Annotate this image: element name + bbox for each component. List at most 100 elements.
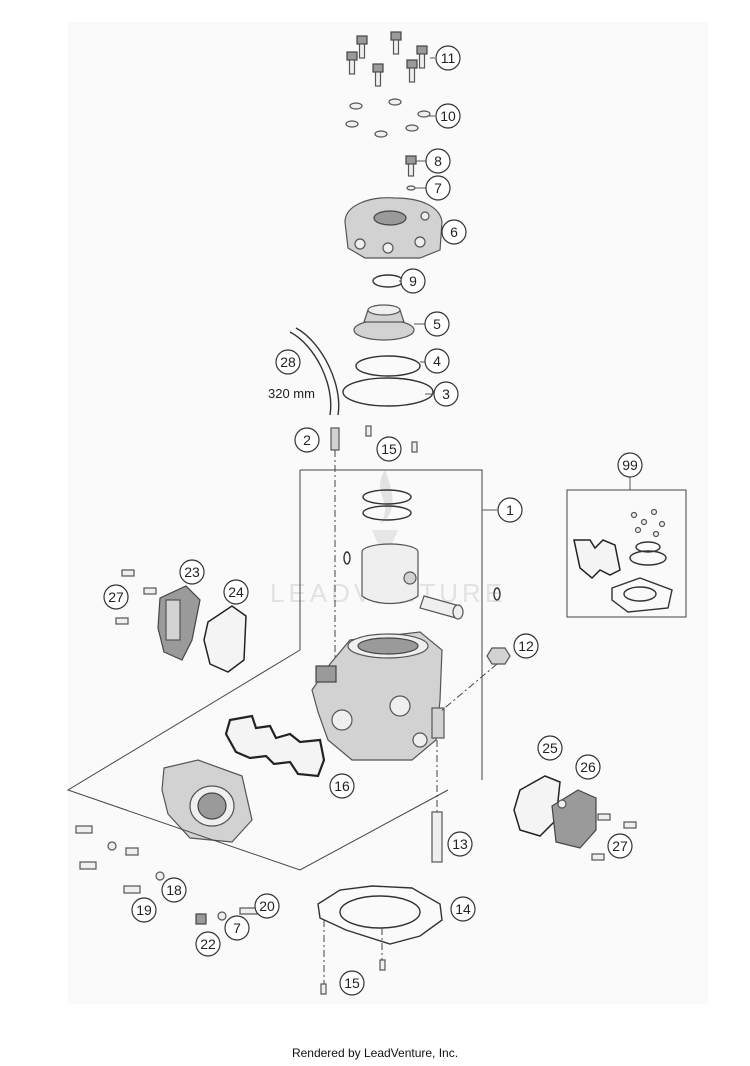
cover-screws (115, 569, 157, 625)
svg-text:8: 8 (434, 153, 442, 169)
svg-text:9: 9 (409, 273, 417, 289)
o-ring-large (342, 377, 434, 407)
svg-text:11: 11 (441, 50, 456, 66)
svg-text:25: 25 (542, 740, 558, 756)
assembly-lines (66, 649, 449, 871)
callout-11: 11 (435, 45, 461, 71)
callout-18: 18 (161, 877, 187, 903)
callout-7: 7 (425, 175, 451, 201)
svg-text:26: 26 (580, 759, 596, 775)
fitting-pin (330, 427, 340, 451)
callout-15-lower: 15 (339, 970, 365, 996)
svg-text:13: 13 (452, 836, 468, 852)
callout-27-right: 27 (607, 833, 633, 859)
svg-text:10: 10 (440, 108, 456, 124)
callout-5: 5 (424, 311, 450, 337)
dowel-pin (411, 441, 418, 453)
vent-hose-edge (295, 327, 340, 416)
flange-fasteners (75, 825, 263, 925)
leader-lines (399, 57, 435, 395)
right-cover (551, 789, 597, 849)
callout-7-lower: 7 (224, 915, 250, 941)
piston-pin (419, 595, 464, 620)
dowel-pin (320, 983, 327, 995)
piston-ring (362, 505, 412, 521)
callout-25: 25 (537, 735, 563, 761)
callout-28: 28 (275, 349, 301, 375)
callout-6: 6 (441, 219, 467, 245)
svg-text:14: 14 (455, 901, 471, 917)
svg-text:24: 24 (228, 584, 244, 600)
exhaust-flange (161, 759, 253, 843)
callout-15: 15 (376, 436, 402, 462)
vent-hose (289, 331, 332, 416)
svg-text:27: 27 (108, 589, 124, 605)
cylinder (311, 631, 445, 761)
svg-text:99: 99 (622, 457, 638, 473)
callout-12: 12 (513, 633, 539, 659)
right-cover-screws (591, 813, 637, 861)
hose-length-label: 320 mm (268, 386, 315, 401)
callout-2: 2 (294, 427, 320, 453)
exhaust-gasket (224, 714, 326, 778)
circlip (343, 551, 351, 565)
callout-4: 4 (424, 348, 450, 374)
callout-8: 8 (425, 148, 451, 174)
svg-text:2: 2 (303, 432, 311, 448)
svg-text:27: 27 (612, 838, 628, 854)
svg-text:5: 5 (433, 316, 441, 332)
svg-text:28: 28 (280, 354, 296, 370)
svg-text:19: 19 (136, 902, 152, 918)
cover-screw (405, 155, 417, 191)
dowel-pin (379, 959, 386, 971)
callout-16: 16 (329, 773, 355, 799)
callout-3: 3 (433, 381, 459, 407)
cover-gasket (203, 605, 247, 673)
base-gasket (317, 885, 443, 945)
callout-26: 26 (575, 754, 601, 780)
o-ring-small (355, 355, 421, 377)
cylinder-nut (486, 647, 511, 665)
svg-text:15: 15 (381, 441, 397, 457)
head-bolts (346, 31, 428, 87)
callout-19: 19 (131, 897, 157, 923)
callout-22: 22 (195, 931, 221, 957)
svg-text:18: 18 (166, 882, 182, 898)
svg-text:7: 7 (434, 180, 442, 196)
callout-99: 99 (617, 452, 643, 478)
cylinder-head (344, 197, 443, 259)
svg-text:22: 22 (200, 936, 216, 952)
svg-text:6: 6 (450, 224, 458, 240)
centerline (439, 663, 498, 713)
washers (345, 98, 431, 138)
svg-text:4: 4 (433, 353, 441, 369)
piston-ring (362, 489, 412, 505)
svg-text:12: 12 (518, 638, 534, 654)
callout-14: 14 (450, 896, 476, 922)
callout-13: 13 (447, 831, 473, 857)
right-cover-gasket (513, 775, 561, 837)
callout-10: 10 (435, 103, 461, 129)
combustion-insert (353, 304, 415, 341)
callout-24: 24 (223, 579, 249, 605)
kit-frame (566, 489, 687, 618)
callout-9: 9 (400, 268, 426, 294)
cylinder-stud (431, 811, 443, 863)
callout-1: 1 (497, 497, 523, 523)
gasket-kit (573, 508, 673, 613)
svg-text:3: 3 (442, 386, 450, 402)
svg-text:1: 1 (506, 502, 514, 518)
svg-text:20: 20 (259, 898, 275, 914)
callout-23: 23 (179, 559, 205, 585)
svg-text:15: 15 (344, 975, 360, 991)
svg-text:23: 23 (184, 564, 200, 580)
svg-text:16: 16 (334, 778, 350, 794)
footer-credit: Rendered by LeadVenture, Inc. (291, 1046, 459, 1060)
callout-27-left: 27 (103, 584, 129, 610)
callout-20: 20 (254, 893, 280, 919)
dowel-pin (365, 425, 372, 437)
piston (361, 543, 419, 605)
exhaust-valve-cover (157, 585, 201, 661)
circlip (493, 587, 501, 601)
